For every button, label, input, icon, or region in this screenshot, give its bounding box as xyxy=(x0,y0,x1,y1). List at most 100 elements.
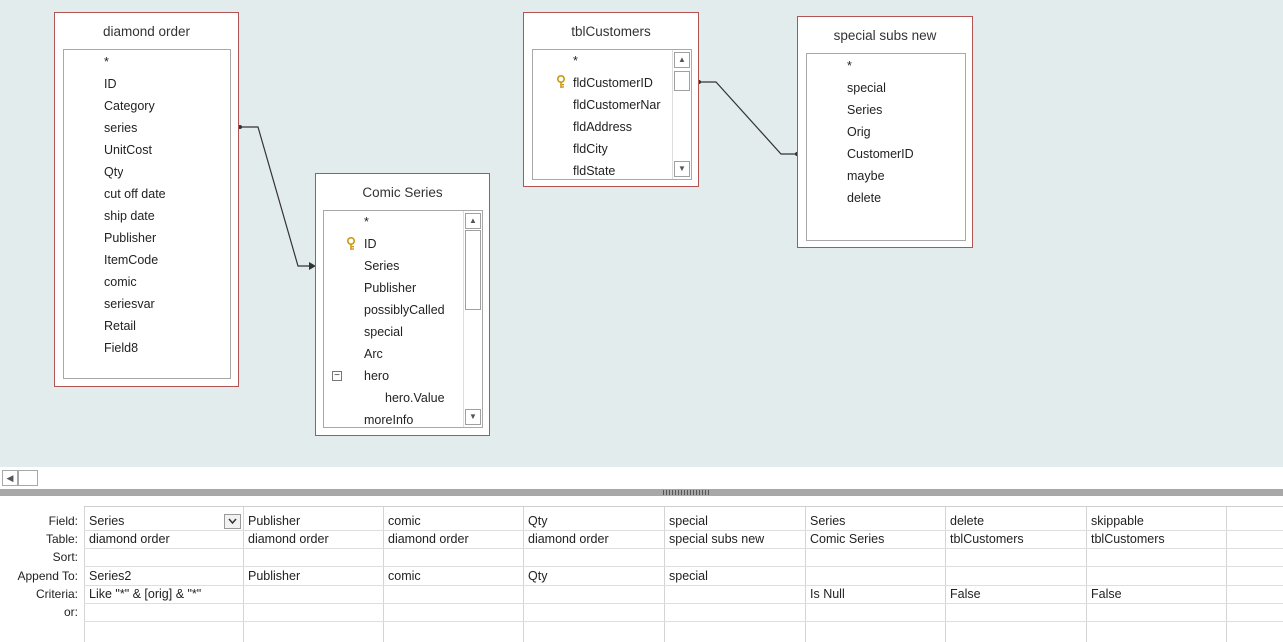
field-item[interactable]: delete xyxy=(847,191,882,205)
grid-cell-field[interactable]: Qty xyxy=(528,514,548,528)
field-item[interactable]: CustomerID xyxy=(847,147,914,161)
field-item[interactable]: Qty xyxy=(104,165,124,179)
grid-cell-field[interactable]: skippable xyxy=(1091,514,1144,528)
field-item[interactable]: moreInfo xyxy=(364,413,414,427)
grid-line xyxy=(664,506,665,642)
grid-cell-field[interactable]: Publisher xyxy=(248,514,301,528)
grid-cell-criteria[interactable]: False xyxy=(950,587,981,601)
field-list[interactable]: * ID Series Publisher possiblyCalled spe… xyxy=(323,210,483,428)
grid-cell-table[interactable]: diamond order xyxy=(388,532,469,546)
arrow-up-icon[interactable]: ▲ xyxy=(674,52,690,68)
scroll-thumb[interactable] xyxy=(18,470,38,486)
table-comic-series[interactable]: Comic Series * ID Series Publisher possi… xyxy=(315,173,490,436)
grid-line xyxy=(805,506,806,642)
field-item[interactable]: series xyxy=(104,121,138,135)
table-tblcustomers[interactable]: tblCustomers * fldCustomerID fldCustomer… xyxy=(523,12,699,187)
field-item[interactable]: fldAddress xyxy=(573,120,633,134)
pane-splitter[interactable] xyxy=(0,489,1283,496)
table-diamond-order[interactable]: diamond order * ID Category series UnitC… xyxy=(54,12,239,387)
minus-box-icon[interactable]: − xyxy=(332,371,342,381)
field-item[interactable]: Series xyxy=(364,259,400,273)
field-list[interactable]: * ID Category series UnitCost Qty cut of… xyxy=(63,49,231,379)
arrow-down-icon[interactable]: ▼ xyxy=(674,161,690,177)
field-item[interactable]: ID xyxy=(364,237,377,251)
grid-cell-table[interactable]: special subs new xyxy=(669,532,765,546)
field-item[interactable]: Series xyxy=(847,103,883,117)
horizontal-scrollbar[interactable]: ◀ xyxy=(0,467,1283,489)
grid-cell-criteria[interactable]: Is Null xyxy=(810,587,845,601)
chevron-down-icon[interactable] xyxy=(224,514,241,529)
table-title[interactable]: special subs new xyxy=(833,28,937,43)
grid-line xyxy=(84,566,1283,567)
query-design-grid[interactable]: Field: Table: Sort: Append To: Criteria:… xyxy=(0,496,1283,642)
row-label-table: Table: xyxy=(45,532,78,546)
field-item[interactable]: fldState xyxy=(573,164,616,178)
field-item[interactable]: hero xyxy=(364,369,390,383)
grid-cell-table[interactable]: diamond order xyxy=(89,532,170,546)
field-item[interactable]: possiblyCalled xyxy=(364,303,445,317)
vertical-scrollbar[interactable]: ▲ ▼ xyxy=(672,50,691,179)
field-item[interactable]: ID xyxy=(104,77,117,91)
scroll-thumb[interactable] xyxy=(465,230,481,310)
field-item[interactable]: special xyxy=(364,325,403,339)
grid-cell-field[interactable]: Series xyxy=(810,514,846,528)
key-icon xyxy=(347,237,355,250)
grid-cell-table[interactable]: tblCustomers xyxy=(1091,532,1165,546)
grid-cell-append-to[interactable]: Qty xyxy=(528,569,548,583)
scroll-thumb[interactable] xyxy=(674,71,690,91)
grid-cell-criteria[interactable]: False xyxy=(1091,587,1122,601)
grid-cell-append-to[interactable]: Publisher xyxy=(248,569,301,583)
field-item[interactable]: special xyxy=(847,81,886,95)
grid-cell-field[interactable]: delete xyxy=(950,514,985,528)
grid-cell-table[interactable]: diamond order xyxy=(248,532,329,546)
field-item[interactable]: * xyxy=(847,59,852,73)
grid-cell-append-to[interactable]: special xyxy=(669,569,708,583)
arrow-up-icon[interactable]: ▲ xyxy=(465,213,481,229)
grid-cell-append-to[interactable]: comic xyxy=(388,569,421,583)
vertical-scrollbar[interactable]: ▲ ▼ xyxy=(463,211,482,427)
field-item[interactable]: seriesvar xyxy=(104,297,155,311)
grid-line xyxy=(84,548,1283,549)
splitter-grip[interactable] xyxy=(663,490,711,495)
grid-cell-field[interactable]: special xyxy=(669,514,708,528)
field-item[interactable]: Orig xyxy=(847,125,871,139)
grid-line xyxy=(84,603,1283,604)
field-item[interactable]: comic xyxy=(104,275,137,289)
field-item[interactable]: maybe xyxy=(847,169,885,183)
field-item[interactable]: ItemCode xyxy=(104,253,159,267)
field-item[interactable]: Publisher xyxy=(364,281,417,295)
field-item[interactable]: cut off date xyxy=(104,187,166,201)
field-item[interactable]: Arc xyxy=(364,347,383,361)
field-item[interactable]: Publisher xyxy=(104,231,157,245)
grid-cell-table[interactable]: Comic Series xyxy=(810,532,885,546)
table-title[interactable]: diamond order xyxy=(102,24,191,39)
table-title[interactable]: tblCustomers xyxy=(571,24,651,39)
relationship-line-customer xyxy=(699,81,797,155)
table-special-subs-new[interactable]: special subs new * special Series Orig C… xyxy=(797,16,973,248)
field-item[interactable]: ship date xyxy=(104,209,155,223)
field-item[interactable]: fldCustomerID xyxy=(573,72,673,94)
grid-cell-table[interactable]: tblCustomers xyxy=(950,532,1024,546)
field-item[interactable]: * xyxy=(104,55,109,69)
field-item[interactable]: fldCity xyxy=(573,142,608,156)
row-label-criteria: Criteria: xyxy=(35,587,78,601)
field-list[interactable]: * fldCustomerID fldCustomerNar fldAddres… xyxy=(532,49,692,180)
field-item[interactable]: fldCustomerNar xyxy=(573,98,661,112)
arrow-down-icon[interactable]: ▼ xyxy=(465,409,481,425)
grid-cell-field[interactable]: comic xyxy=(388,514,421,528)
grid-cell-field[interactable]: Series xyxy=(89,514,125,528)
query-design-pane[interactable]: diamond order * ID Category series UnitC… xyxy=(0,0,1283,467)
field-item[interactable]: UnitCost xyxy=(104,143,152,157)
field-item[interactable]: * xyxy=(364,215,369,229)
table-title[interactable]: Comic Series xyxy=(362,185,443,200)
grid-cell-criteria[interactable]: Like "*" & [orig] & "*" xyxy=(89,587,202,601)
field-item[interactable]: Category xyxy=(104,99,155,113)
field-item[interactable]: Retail xyxy=(104,319,136,333)
field-item[interactable]: * xyxy=(573,54,578,68)
arrow-left-icon[interactable]: ◀ xyxy=(2,470,18,486)
grid-cell-append-to[interactable]: Series2 xyxy=(89,569,132,583)
field-list[interactable]: * special Series Orig CustomerID maybe d… xyxy=(806,53,966,241)
field-item[interactable]: Field8 xyxy=(104,341,139,355)
field-item[interactable]: hero.Value xyxy=(385,391,445,405)
grid-cell-table[interactable]: diamond order xyxy=(528,532,609,546)
